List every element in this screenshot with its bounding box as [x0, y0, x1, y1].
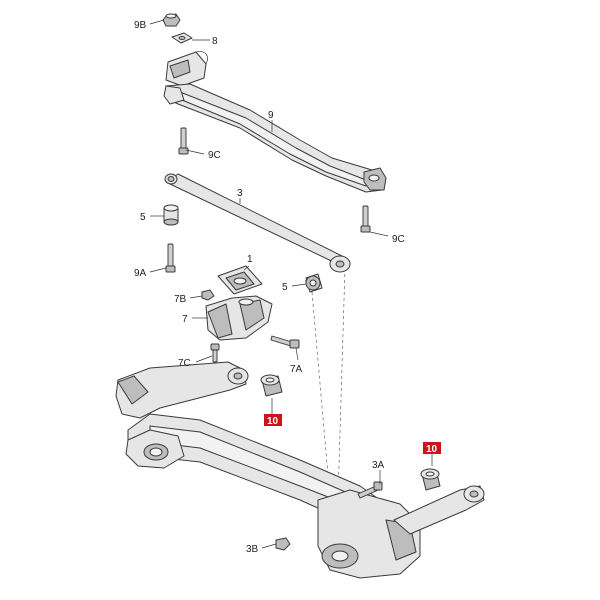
bushing-10-right — [420, 468, 441, 491]
callout-5-left: 5 — [140, 212, 146, 223]
bolt-7a — [270, 335, 300, 349]
bushing-10-left — [260, 374, 283, 397]
nut-9b — [162, 13, 181, 27]
bushing-5-mid — [305, 273, 323, 293]
callout-9c-right: 9C — [392, 234, 405, 245]
callout-8: 8 — [212, 36, 218, 47]
rear-axle-beam — [115, 361, 485, 579]
callout-3: 3 — [237, 188, 243, 199]
upper-bracket-9 — [163, 51, 387, 193]
callout-9a: 9A — [134, 268, 147, 279]
callout-7a: 7A — [290, 364, 303, 375]
bolt-9a — [165, 243, 176, 273]
callout-7b: 7B — [174, 294, 187, 305]
highlight-label-10-right: 10 — [426, 444, 438, 455]
callout-1: 1 — [247, 254, 253, 265]
bolt-9c-top — [178, 127, 189, 155]
highlight-box-10-left — [264, 414, 282, 426]
highlight-labels: 10 10 — [264, 414, 441, 455]
plate-1 — [217, 265, 263, 295]
highlight-box-10-right — [423, 442, 441, 454]
callout-labels: 9B 8 9 9C 3 5 9C 9A 1 5 7B 7 7C 7A 3A 3B — [134, 20, 405, 555]
alignment-lines — [304, 267, 346, 499]
washer-8 — [171, 32, 193, 44]
highlight-label-10-left: 10 — [267, 416, 279, 427]
bracket-7 — [205, 295, 273, 341]
callout-7c: 7C — [178, 358, 191, 369]
callout-9b: 9B — [134, 20, 147, 31]
callout-3b: 3B — [246, 544, 259, 555]
leader-lines — [149, 19, 433, 549]
callout-9c-top: 9C — [208, 150, 221, 161]
bolt-3a — [357, 481, 383, 499]
bushing-5-left — [163, 204, 179, 226]
callout-5-mid: 5 — [282, 282, 288, 293]
panhard-rod-3 — [164, 173, 351, 273]
bolt-7c — [210, 343, 220, 363]
nut-3b — [275, 537, 291, 551]
callout-7: 7 — [182, 314, 188, 325]
callout-9: 9 — [268, 110, 274, 121]
nut-7b — [201, 289, 215, 301]
callout-3a: 3A — [372, 460, 385, 471]
bolt-9c-right — [360, 205, 371, 233]
